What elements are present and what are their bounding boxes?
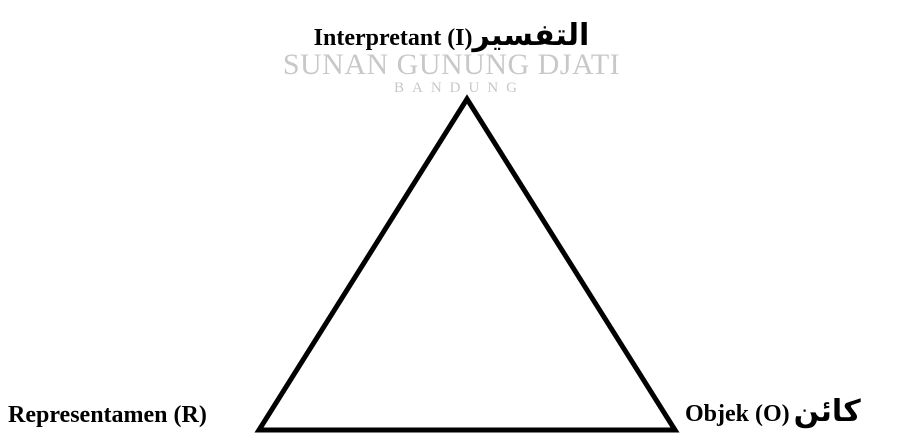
representamen-label: Representamen (R) — [8, 402, 207, 428]
objek-label: Objek (O) كائن — [685, 394, 861, 429]
triangle-outline — [254, 94, 680, 433]
watermark-sub-text: BANDUNG — [394, 80, 525, 96]
objek-arabic-label: كائن — [793, 394, 861, 429]
objek-latin-label: Objek (O) — [685, 401, 790, 427]
interpretant-arabic-label: التفسير — [472, 18, 590, 53]
interpretant-latin-label: Interpretant (I) — [313, 25, 473, 51]
watermark-main-text: SUNAN GUNUNG DJATI — [282, 48, 621, 81]
interpretant-label: Interpretant (I)التفسير — [0, 18, 903, 53]
